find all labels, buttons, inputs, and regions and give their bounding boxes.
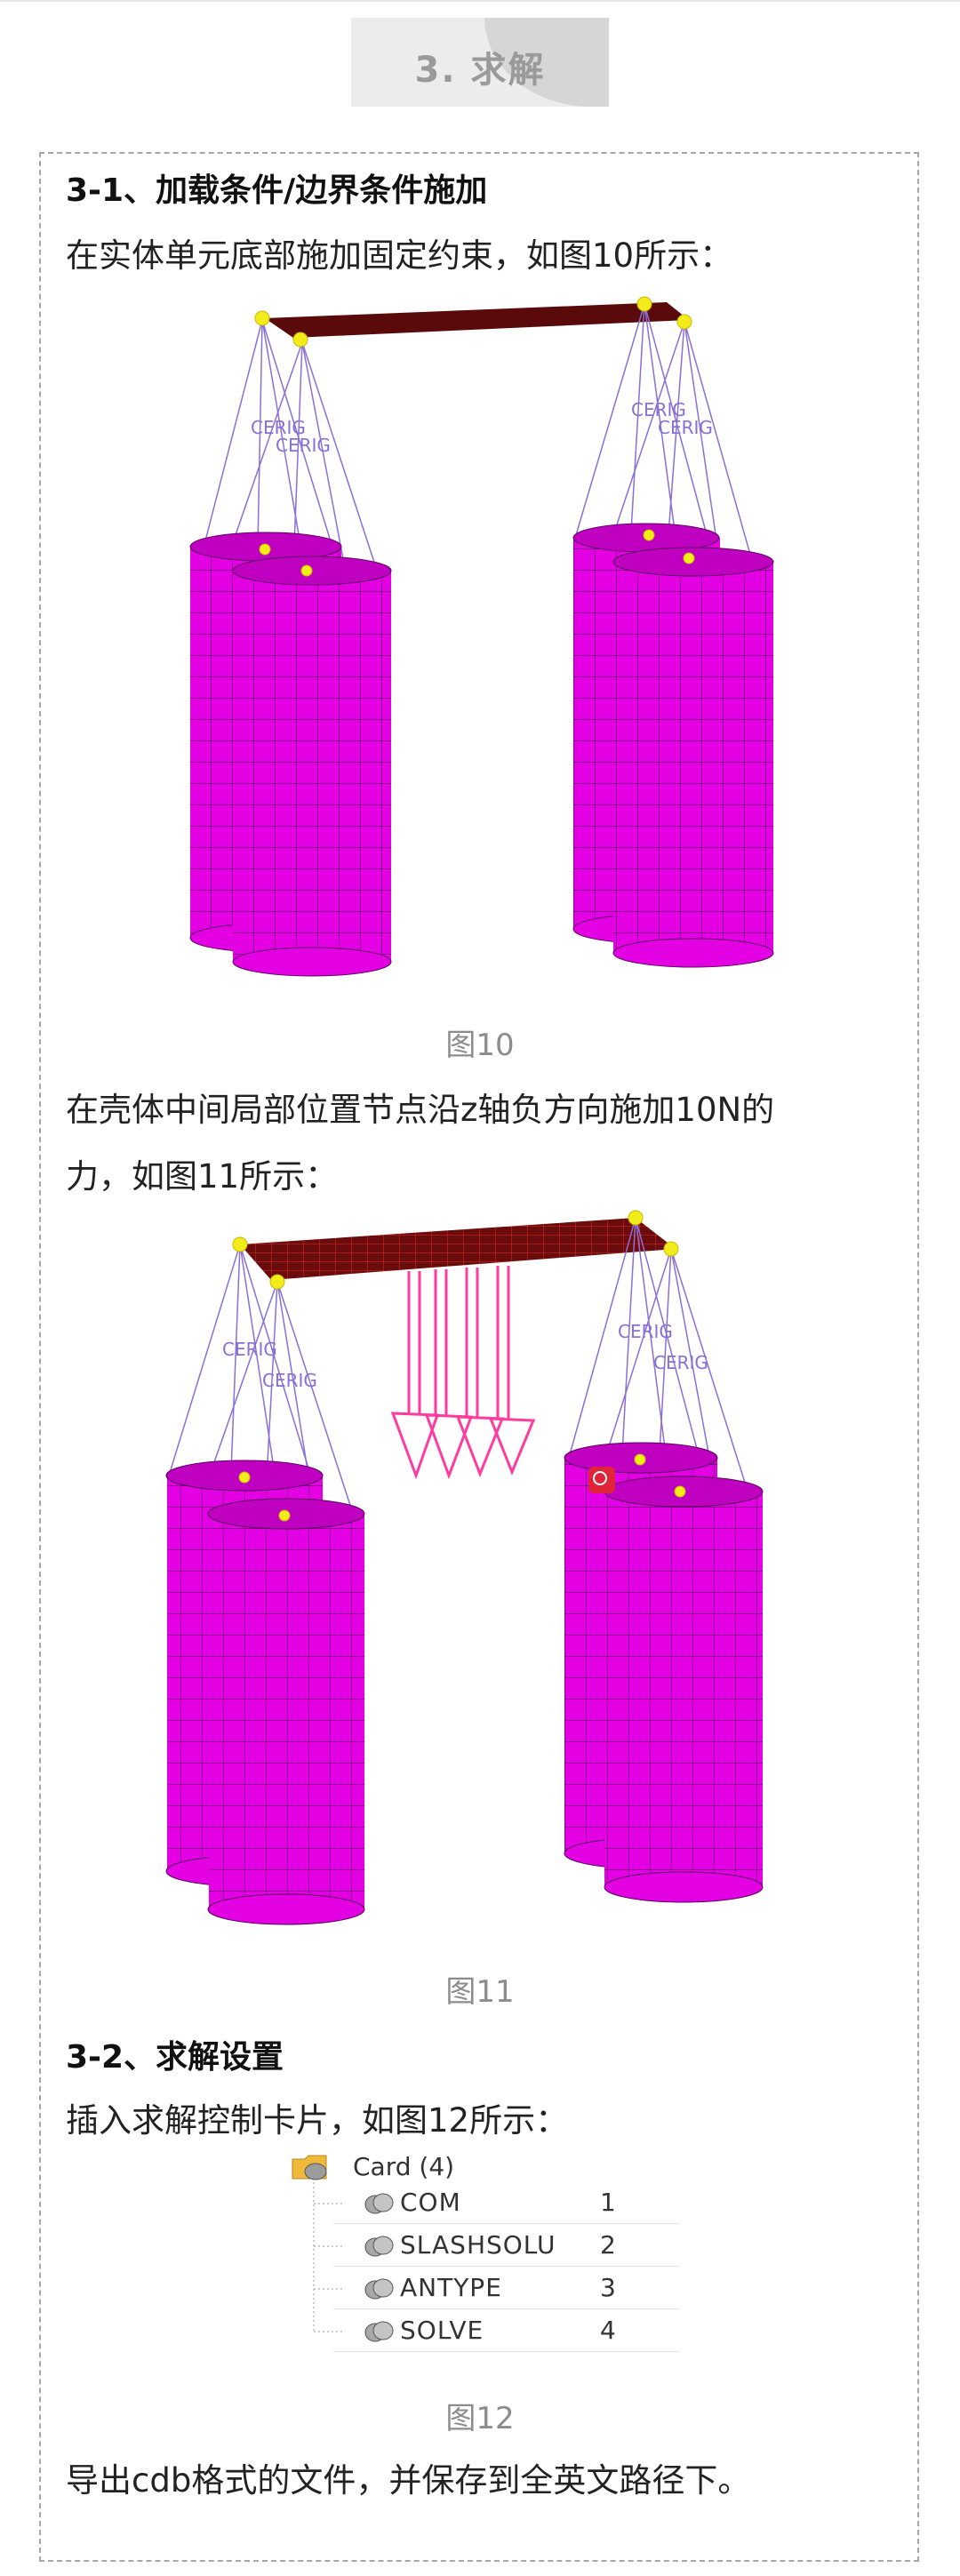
cerig-label-3: CERIG — [631, 399, 686, 420]
force-arrows — [390, 1266, 536, 1480]
top-plate — [240, 1218, 676, 1280]
card-item-solve[interactable]: SOLVE 4 — [333, 2310, 680, 2352]
card-icon — [364, 2193, 394, 2214]
card-item-index: 4 — [600, 2316, 616, 2345]
paragraph-solve-card: 插入求解控制卡片，如图12所示： — [66, 2101, 569, 2140]
zoom-overlay-icon — [588, 1467, 615, 1493]
card-item-antype[interactable]: ANTYPE 3 — [333, 2268, 680, 2309]
card-item-name: SLASHSOLU — [400, 2230, 556, 2260]
card-item-com[interactable]: COM 1 — [333, 2182, 680, 2224]
cerig-label-4: CERIG — [658, 417, 713, 438]
paragraph-force-line2: 力，如图11所示： — [66, 1157, 339, 1196]
card-item-index: 2 — [600, 2230, 616, 2260]
cylinder-group-right — [572, 523, 774, 968]
cerig-label-2: CERIG — [262, 1370, 317, 1391]
card-item-name: ANTYPE — [400, 2273, 502, 2302]
card-item-index: 1 — [600, 2188, 616, 2217]
subsection-heading-3-2: 3-2、求解设置 — [66, 2039, 284, 2076]
card-item-slashsolu[interactable]: SLASHSOLU 2 — [333, 2225, 680, 2267]
cylinder-group-left — [189, 532, 392, 977]
figure-11-caption: 图11 — [445, 1974, 515, 2010]
cylinder-group-right — [564, 1442, 764, 1903]
master-nodes — [232, 1210, 686, 1522]
paragraph-force-line1: 在壳体中间局部位置节点沿z轴负方向施加10N的 — [66, 1091, 775, 1129]
cerig-label-1: CERIG — [251, 417, 306, 438]
top-divider — [0, 0, 960, 2]
subsection-heading-3-1: 3-1、加载条件/边界条件施加 — [66, 172, 488, 209]
card-item-name: SOLVE — [400, 2316, 484, 2345]
rigid-links-right — [575, 303, 756, 574]
section-title: 3. 求解 — [414, 50, 546, 91]
card-icon — [364, 2278, 394, 2300]
section-title-banner: 3. 求解 — [351, 18, 609, 107]
card-icon — [364, 2236, 394, 2257]
figure-12-caption: 图12 — [445, 2401, 515, 2436]
card-item-index: 3 — [600, 2273, 616, 2302]
cerig-label-1: CERIG — [222, 1339, 277, 1360]
figure-10-constraint-model: CERIG CERIG CERIG CERIG — [189, 296, 774, 977]
cerig-label-3: CERIG — [618, 1321, 673, 1342]
card-icon — [364, 2321, 394, 2342]
paragraph-export-cdb: 导出cdb格式的文件，并保存到全英文路径下。 — [66, 2461, 751, 2500]
tree-connectors — [313, 2182, 342, 2333]
content-frame — [39, 152, 919, 2562]
figure-12-card-tree: Card (4) COM 1 SLASHSOLU 2 ANTYPE 3 SOLV… — [289, 2147, 680, 2360]
folder-icon — [292, 2155, 327, 2180]
figure-10-caption: 图10 — [445, 1028, 515, 1063]
top-plate — [265, 302, 689, 338]
cerig-label-4: CERIG — [653, 1352, 708, 1373]
cylinder-group-left — [165, 1460, 365, 1925]
card-root-label[interactable]: Card (4) — [353, 2152, 455, 2181]
master-nodes — [254, 296, 695, 577]
figure-11-force-model: CERIG CERIG CERIG CERIG — [165, 1210, 764, 1925]
cerig-label-2: CERIG — [276, 435, 331, 456]
paragraph-fixed-constraint: 在实体单元底部施加固定约束，如图10所示： — [66, 236, 733, 275]
magnifier-icon — [593, 1471, 607, 1485]
card-item-name: COM — [400, 2188, 461, 2217]
rigid-links-left — [202, 319, 383, 588]
